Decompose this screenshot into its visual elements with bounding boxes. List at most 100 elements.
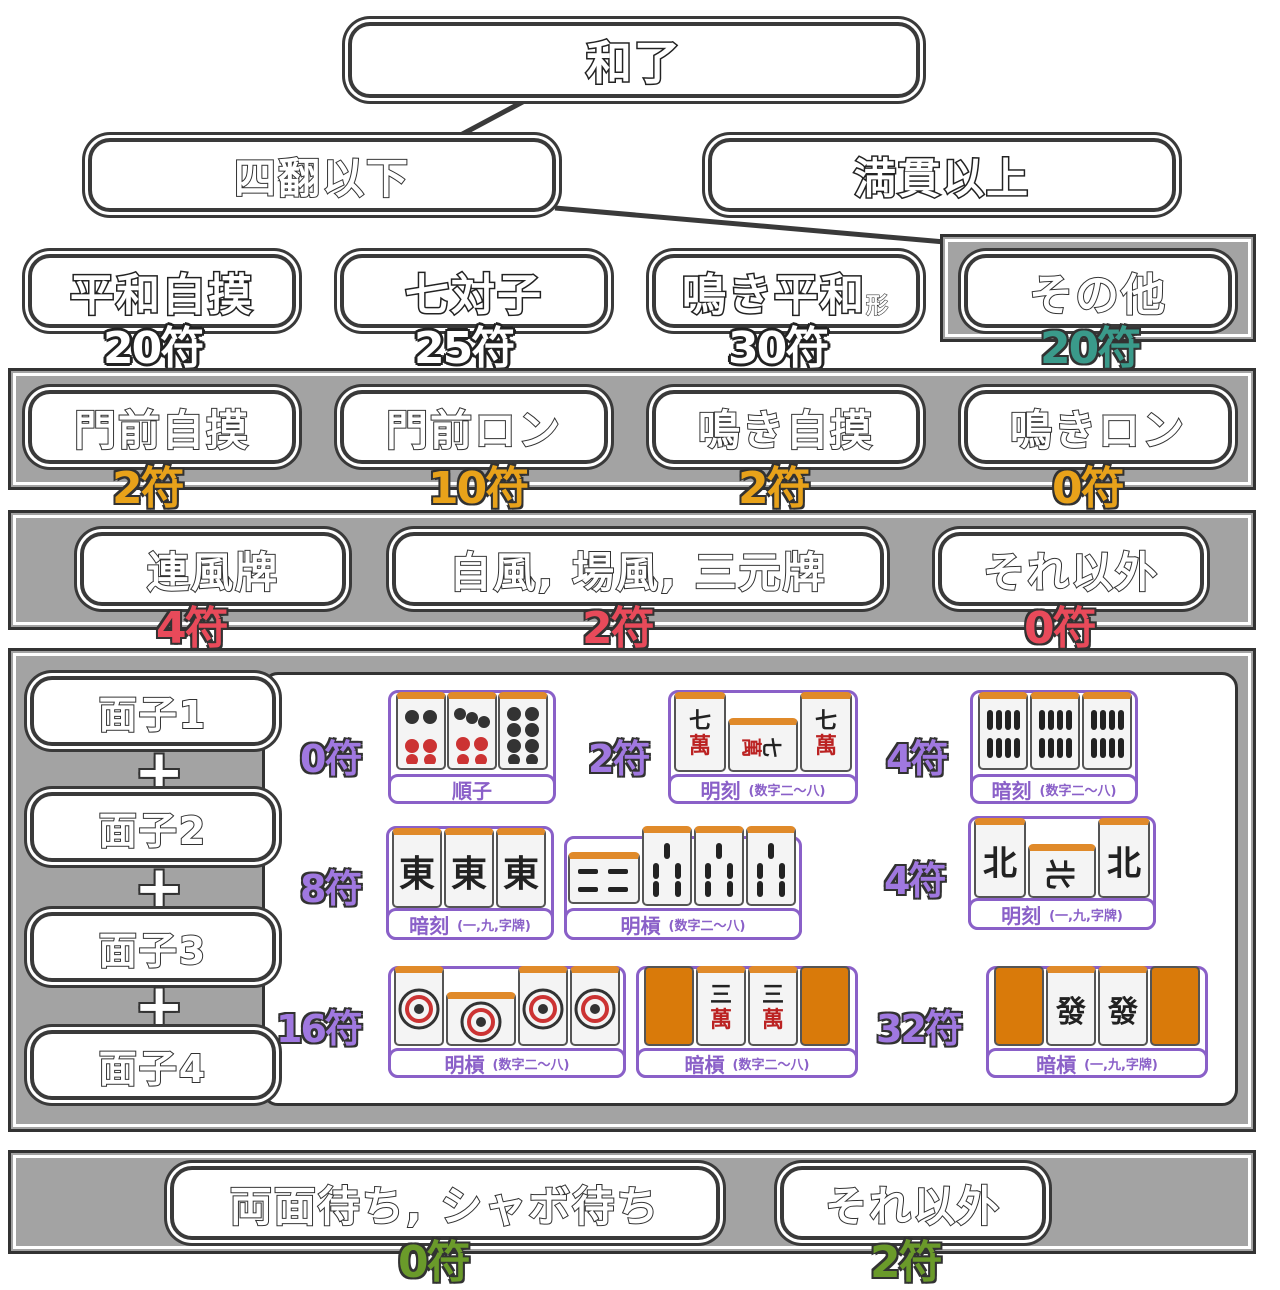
- mentsu-caption: 順子: [388, 774, 556, 804]
- tile-pin: [518, 966, 568, 1046]
- tile-man: 七萬: [800, 692, 852, 772]
- branch-mangan-over-label: 満貫以上: [852, 152, 1030, 204]
- row2-fu: 0符: [1052, 463, 1125, 514]
- pin-tile-icon: [454, 707, 490, 764]
- tile-pin: [570, 966, 620, 1046]
- mentsu-caption: 明槓(数字二～八): [564, 908, 802, 940]
- branch-mangan-over: 満貫以上: [708, 138, 1176, 212]
- row2-fu: 10符: [428, 463, 529, 514]
- row5-label: 両面待ち, シャボ待ち: [229, 1181, 661, 1232]
- row1-fu: 25符: [414, 323, 515, 374]
- tile-sou-sideways: [568, 852, 640, 904]
- tile-pin: [498, 692, 548, 770]
- mentsu-caption: 明刻(一,九,字牌): [968, 898, 1156, 930]
- row5-item-ryanmen: 両面待ち, シャボ待ち: [170, 1166, 720, 1240]
- row1-item-naki-pinfu: 鳴き平和 形: [652, 254, 920, 328]
- row2-fu: 2符: [738, 463, 811, 514]
- mentsu-fu: 4符: [884, 859, 946, 903]
- tile-pin: [394, 966, 444, 1046]
- tile-sou: [1030, 692, 1080, 770]
- tile-east: 東: [496, 828, 546, 908]
- tile-east: 東: [392, 828, 442, 908]
- tile-hatsu: 發: [1098, 966, 1148, 1046]
- mentsu-fu: 4符: [886, 737, 948, 781]
- row3-label: 自風, 場風, 三元牌: [448, 547, 827, 598]
- sou-tile-icon: [757, 842, 785, 897]
- row1-sub: 形: [865, 294, 890, 320]
- pin-tile-icon: [507, 706, 539, 764]
- row3-fu: 2符: [582, 603, 655, 654]
- row3-item-other: それ以外: [938, 532, 1204, 606]
- row1-label: その他: [1028, 269, 1167, 322]
- row2-fu: 2符: [112, 463, 185, 514]
- mentsu-label-1: 面子1: [30, 676, 276, 746]
- branch-under-4han-label: 四翻以下: [233, 153, 410, 204]
- mentsu-caption: 暗刻(一,九,字牌): [386, 908, 554, 940]
- tile-man: 三萬: [748, 966, 798, 1046]
- tile-east: 東: [444, 828, 494, 908]
- mentsu-caption: 暗槓(数字二～八): [636, 1048, 858, 1078]
- row1-item-pinfu-tsumo: 平和自摸: [28, 254, 296, 328]
- sou-tile-icon: [578, 868, 628, 892]
- row3-item-renpuhai: 連風牌: [80, 532, 346, 606]
- tile-sou: [642, 826, 692, 906]
- title-box: 和了: [348, 22, 920, 98]
- mentsu-caption: 暗刻(数字二～八): [970, 774, 1138, 804]
- sou-tile-icon: [1091, 709, 1124, 758]
- plus-icon: +: [134, 853, 185, 923]
- row2-label: 門前ロン: [385, 405, 562, 456]
- row3-label: それ以外: [982, 547, 1159, 598]
- tile-man-sideways: 萬七: [728, 718, 798, 772]
- title-text: 和了: [585, 35, 682, 92]
- tile-pin-sideways: [446, 992, 516, 1046]
- pin-tile-icon: [522, 988, 564, 1029]
- tile-sou: [1082, 692, 1132, 770]
- mentsu-fu: 2符: [588, 737, 650, 781]
- pin-tile-icon: [460, 1001, 502, 1042]
- tile-back: [994, 966, 1044, 1046]
- row5-label: それ以外: [824, 1181, 1001, 1232]
- mentsu-caption: 暗槓(一,九,字牌): [986, 1048, 1208, 1078]
- tile-back: [800, 966, 850, 1046]
- row1-item-other: その他: [964, 254, 1232, 328]
- row1-label: 七対子: [404, 269, 543, 323]
- row3-label: 連風牌: [146, 547, 279, 598]
- row1-fu: 20符: [103, 323, 204, 374]
- sou-tile-icon: [987, 709, 1020, 758]
- row1-fu: 20符: [1040, 323, 1141, 374]
- row2-item-menzen-tsumo: 門前自摸: [28, 390, 296, 464]
- row3-item-yakuhai: 自風, 場風, 三元牌: [392, 532, 884, 606]
- mentsu-label-2: 面子2: [30, 792, 276, 862]
- branch-under-4han: 四翻以下: [88, 138, 556, 212]
- row1-label: 鳴き平和: [680, 269, 866, 323]
- tile-sou: [694, 826, 744, 906]
- row5-fu: 0符: [398, 1237, 471, 1288]
- tile-back: [644, 966, 694, 1046]
- tile-north: 北: [974, 818, 1026, 898]
- tile-pin: [396, 692, 446, 770]
- row3-fu: 4符: [156, 603, 229, 654]
- row5-item-other: それ以外: [780, 1166, 1046, 1240]
- sou-tile-icon: [653, 842, 681, 897]
- mentsu-caption: 明刻(数字二～八): [668, 774, 858, 804]
- mentsu-label-4: 面子4: [30, 1030, 276, 1100]
- pin-tile-icon: [405, 709, 437, 764]
- row2-item-naki-tsumo: 鳴き自摸: [652, 390, 920, 464]
- row1-fu: 30符: [728, 323, 829, 374]
- pin-tile-icon: [574, 988, 616, 1029]
- tile-man: 七萬: [674, 692, 726, 772]
- row5-fu: 2符: [870, 1237, 943, 1288]
- row2-label: 鳴きロン: [1009, 405, 1186, 456]
- tile-hatsu: 發: [1046, 966, 1096, 1046]
- sou-tile-icon: [1039, 709, 1072, 758]
- connector-lines: [453, 95, 946, 245]
- tile-sou: [746, 826, 796, 906]
- mentsu-fu: 8符: [300, 867, 362, 911]
- row2-label: 門前自摸: [73, 405, 250, 456]
- pin-tile-icon: [398, 988, 440, 1029]
- sou-tile-icon: [705, 842, 733, 897]
- mentsu-fu: 0符: [300, 737, 362, 781]
- row1-label: 平和自摸: [69, 269, 254, 323]
- tile-north: 北: [1098, 818, 1150, 898]
- mentsu-label-3: 面子3: [30, 912, 276, 982]
